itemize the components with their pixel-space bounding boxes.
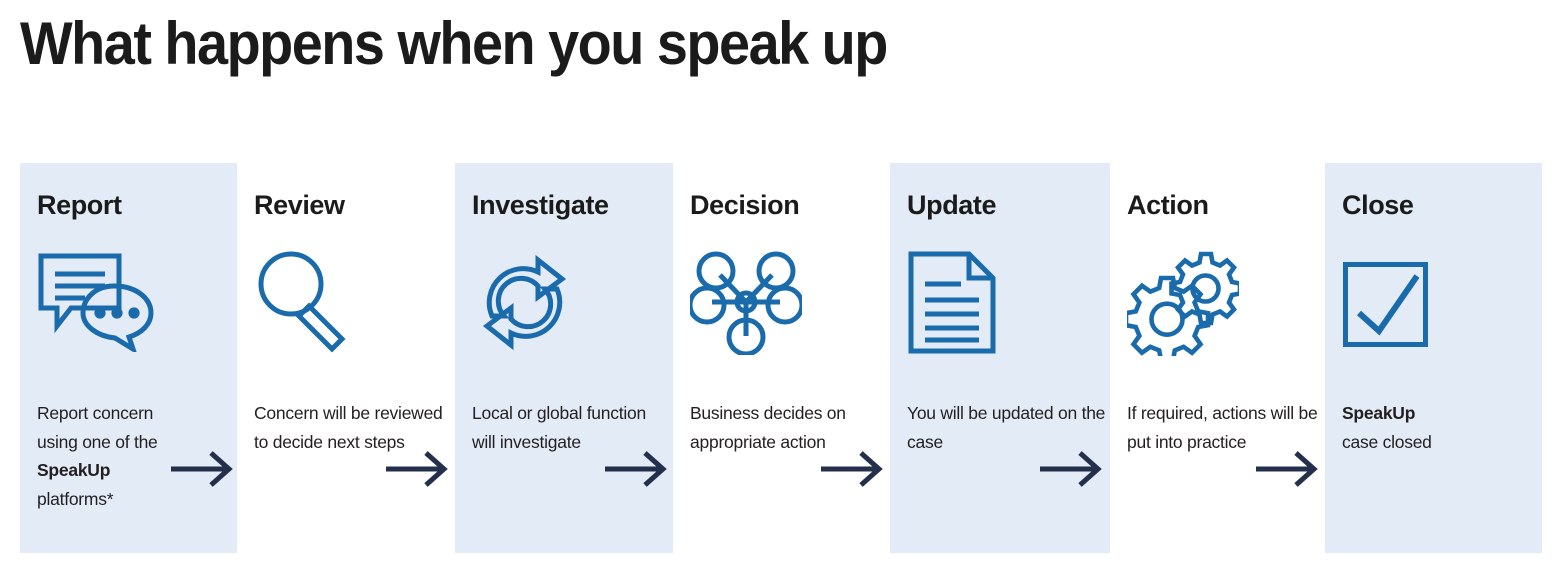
document-icon	[907, 247, 1027, 357]
step-title-investigate: Investigate	[472, 190, 609, 220]
step-title-review: Review	[254, 190, 345, 220]
step-title-action: Action	[1127, 190, 1209, 220]
step-body-close-line: case closed	[1342, 431, 1432, 452]
step-card-close[interactable]: Close SpeakUp case closed	[1325, 163, 1542, 553]
step-body-line-2: using one of the	[37, 431, 158, 452]
step-body-update: You will be updated on the case	[907, 403, 1106, 452]
flow-arrow-3	[602, 446, 674, 492]
step-body-bold-close: SpeakUp	[1342, 403, 1416, 423]
step-body-review: Concern will be reviewed to decide next …	[254, 403, 443, 452]
step-title-decision: Decision	[690, 190, 800, 220]
flow-arrow-6	[1253, 446, 1325, 492]
page-title: What happens when you speak up	[20, 10, 888, 77]
step-body-close: SpeakUp case closed	[1342, 399, 1537, 456]
step-body-report: Report concern using one of the SpeakUp …	[37, 399, 232, 513]
speech-bubbles-icon	[37, 247, 157, 357]
step-body-action: If required, actions will be put into pr…	[1127, 403, 1318, 452]
flow-arrow-5	[1037, 446, 1109, 492]
step-card-decision[interactable]: Decision Business decides on appr	[673, 163, 890, 553]
flow-arrow-2	[383, 446, 455, 492]
step-title-report: Report	[37, 190, 122, 220]
step-title-update: Update	[907, 190, 997, 220]
step-card-action[interactable]: Action If required, actions will be put …	[1110, 163, 1325, 553]
flow-arrow-1	[168, 446, 240, 492]
step-body-decision: Business decides on appropriate action	[690, 403, 846, 452]
process-flow: Report Report concern	[0, 163, 1558, 553]
step-body-line-1: Report concern	[37, 403, 154, 423]
step-card-review[interactable]: Review Concern will be reviewed to decid…	[237, 163, 455, 553]
step-body-line-3: platforms*	[37, 488, 114, 509]
step-body-investigate: Local or global function will investigat…	[472, 403, 646, 452]
checkbox-check-icon	[1342, 247, 1462, 357]
gears-icon	[1127, 247, 1247, 357]
network-nodes-icon	[690, 247, 810, 357]
magnifying-glass-icon	[254, 247, 374, 357]
flow-arrow-4	[818, 446, 890, 492]
step-title-close: Close	[1342, 190, 1414, 220]
cycle-arrows-icon	[472, 247, 592, 357]
step-card-update[interactable]: Update You will be updated on the case	[890, 163, 1110, 553]
step-card-investigate[interactable]: Investigate Local or global function wil…	[455, 163, 673, 553]
step-body-bold: SpeakUp	[37, 460, 111, 480]
step-card-report[interactable]: Report Report concern	[20, 163, 237, 553]
